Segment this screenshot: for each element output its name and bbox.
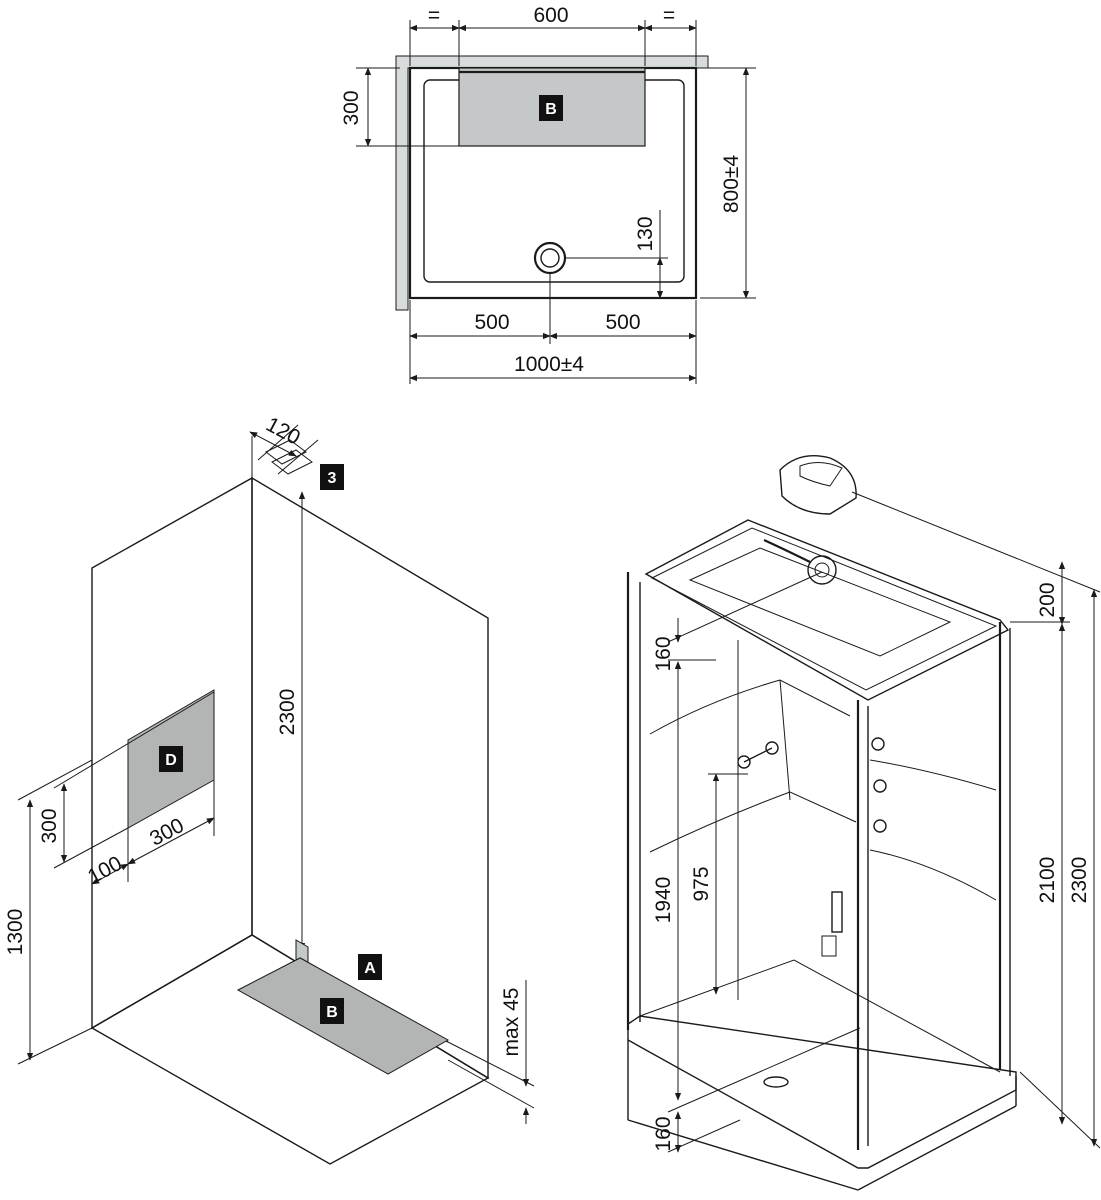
roof-lamp: [779, 455, 857, 515]
dim-drain-offset: 130: [634, 216, 657, 251]
tag-d-box: [159, 746, 183, 772]
dim-top-offset: 160: [652, 636, 675, 671]
dim-inner-height: 1940: [652, 877, 675, 924]
dim-depth-total: 800±4: [720, 155, 743, 214]
jet-2: [873, 779, 887, 793]
cabin-roof: [644, 519, 1010, 701]
wall-strip: [395, 55, 709, 311]
jet-3: [873, 819, 887, 833]
mixer-right: [765, 741, 779, 755]
dim-eq-right: =: [663, 4, 675, 27]
dim-pipe: 120: [262, 413, 304, 450]
tag-3: 3: [328, 470, 337, 487]
tag-b-floor: B: [326, 1004, 338, 1021]
dim-d-elevation: 1300: [4, 909, 27, 956]
dim-d-width: 300: [146, 814, 188, 851]
drain: [533, 241, 567, 275]
tag-b-box: [539, 95, 563, 121]
dim-eq-left: =: [428, 4, 440, 27]
door-handle: [831, 891, 843, 933]
top-view: B = 600 = 300 800±4 130: [340, 4, 756, 384]
tag-b-floor-box: [320, 998, 344, 1024]
dim-total-height: 2300: [1068, 857, 1091, 904]
dim-bottom: 160: [652, 1116, 675, 1151]
dim-d-height: 300: [38, 808, 61, 843]
tag-3-box: [320, 464, 344, 490]
dim-d-offset: 100: [84, 852, 126, 889]
dim-half-left: 500: [474, 311, 509, 334]
floor: [90, 934, 490, 1165]
dim-height-total: 2300: [276, 689, 299, 736]
dim-half-right: 500: [605, 311, 640, 334]
dim-width-top: 600: [533, 4, 568, 27]
dim-tray-height: 200: [1036, 582, 1059, 617]
dim-width-total: 1000±4: [514, 353, 584, 376]
tag-a-box: [358, 954, 382, 980]
tag-b: B: [545, 101, 557, 118]
dim-mixer-height: 975: [690, 866, 713, 901]
dim-max: max 45: [500, 988, 523, 1057]
cabin-view: 160 1940 975 160 200 2100 2300: [626, 455, 1101, 1191]
mixer-left: [737, 755, 751, 769]
cabin-tray: [627, 1015, 1017, 1169]
tag-a: A: [364, 960, 376, 977]
cabin-drain: [763, 1076, 789, 1088]
wall-view: 120 3 2300 D 300 300 100 1300 A B: [4, 413, 535, 1165]
jet-1: [871, 737, 885, 751]
shower-head: [807, 555, 837, 585]
tag-d: D: [165, 752, 177, 769]
dim-cabin-height: 2100: [1036, 857, 1059, 904]
dim-depth-area: 300: [340, 90, 363, 125]
